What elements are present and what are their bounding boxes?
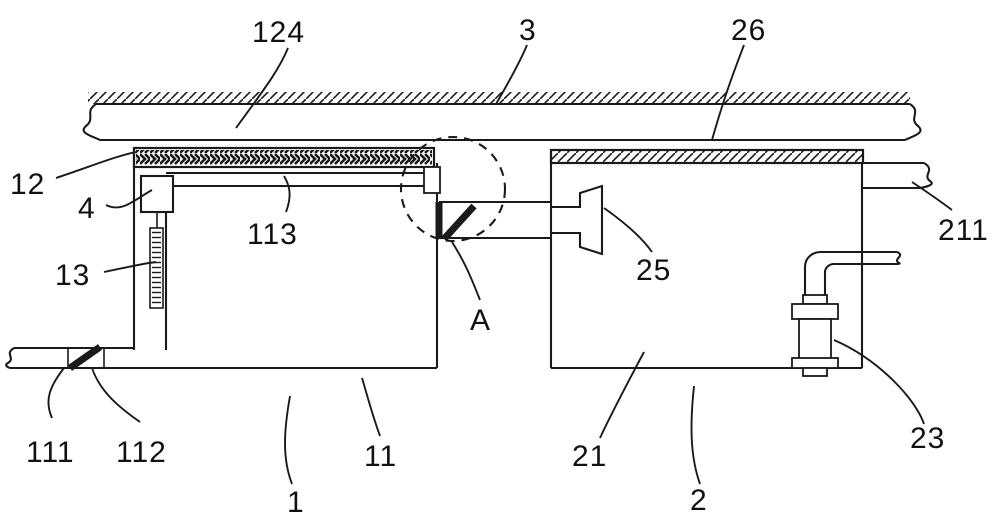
left-chamber-group bbox=[58, 148, 439, 370]
leader-4 bbox=[105, 189, 153, 209]
pump-pipe-inner bbox=[823, 262, 895, 295]
reference-numerals: 124 3 26 12 4 13 113 A 25 211 23 111 112… bbox=[10, 14, 989, 519]
top-cover-plate-group bbox=[82, 92, 922, 142]
label-2: 2 bbox=[690, 484, 708, 517]
pump-cylinder-23-group bbox=[791, 294, 839, 377]
label-124: 124 bbox=[252, 16, 305, 49]
leader-2 bbox=[690, 385, 701, 485]
duct-collar-block bbox=[423, 166, 441, 194]
leader-A bbox=[451, 241, 481, 301]
label-11: 11 bbox=[364, 440, 397, 473]
label-1: 1 bbox=[287, 486, 305, 519]
label-23: 23 bbox=[910, 422, 945, 455]
transfer-flap-valve bbox=[441, 203, 477, 242]
top-plate-right-break bbox=[904, 103, 922, 141]
pump-base bbox=[802, 367, 828, 377]
pump-lower-flange bbox=[791, 357, 839, 369]
leader-124 bbox=[235, 47, 289, 129]
leader-12 bbox=[55, 151, 137, 179]
pump-upper-flange bbox=[791, 303, 839, 320]
label-21: 21 bbox=[572, 440, 607, 473]
middle-duct-group bbox=[423, 166, 551, 242]
right-panel-hatch bbox=[552, 151, 862, 162]
inlet-pipe-break bbox=[5, 347, 15, 369]
herringbone-belt-group bbox=[132, 146, 436, 169]
label-111: 111 bbox=[26, 436, 75, 469]
label-A: A bbox=[470, 304, 491, 337]
detail-circle-A bbox=[399, 135, 507, 243]
label-211: 211 bbox=[938, 214, 989, 247]
belt-chevron-fill bbox=[136, 150, 432, 165]
funnel-nozzle-25-group bbox=[551, 184, 604, 256]
leader-25 bbox=[603, 207, 653, 253]
label-112: 112 bbox=[116, 436, 167, 469]
leader-23 bbox=[833, 339, 925, 425]
label-12: 12 bbox=[10, 168, 45, 201]
detail-callout-circle-group bbox=[399, 135, 507, 243]
pump-top-cap bbox=[802, 294, 828, 305]
label-25: 25 bbox=[636, 254, 671, 287]
leader-21 bbox=[599, 351, 645, 439]
leader-3 bbox=[495, 44, 528, 105]
leader-26 bbox=[711, 44, 745, 141]
top-plate-left-break bbox=[82, 103, 101, 141]
right-panel-group bbox=[549, 148, 865, 165]
label-4: 4 bbox=[78, 192, 96, 225]
right-pipe-211-group bbox=[862, 161, 933, 190]
leader-111 bbox=[47, 367, 65, 419]
inlet-pipe-group bbox=[5, 344, 134, 371]
label-113: 113 bbox=[247, 218, 298, 251]
leader-211 bbox=[911, 181, 953, 211]
ladder-strip-rungs bbox=[152, 230, 161, 306]
inlet-flap-valve-112 bbox=[67, 344, 103, 371]
pump-outlet-pipe-group bbox=[803, 250, 902, 295]
leader-112 bbox=[91, 367, 141, 423]
leader-1 bbox=[284, 395, 293, 485]
leader-lines bbox=[47, 44, 953, 485]
ladder-strip-13-group bbox=[149, 212, 164, 309]
leader-113 bbox=[283, 175, 291, 213]
label-26: 26 bbox=[731, 14, 766, 47]
pump-pipe-outer bbox=[803, 250, 897, 295]
label-3: 3 bbox=[519, 14, 537, 47]
pipe-211-break bbox=[919, 162, 933, 190]
label-13: 13 bbox=[55, 259, 90, 292]
pump-pipe-break bbox=[894, 251, 902, 266]
leader-13 bbox=[103, 261, 157, 273]
pump-body bbox=[798, 318, 832, 365]
funnel-nozzle-25 bbox=[551, 184, 604, 256]
leader-11 bbox=[361, 377, 381, 437]
